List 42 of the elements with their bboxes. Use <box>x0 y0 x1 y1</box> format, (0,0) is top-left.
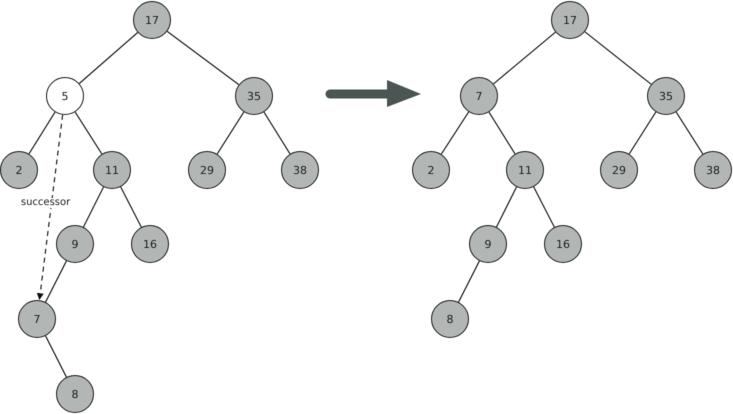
node-value: 7 <box>34 314 40 324</box>
node-value: 2 <box>428 164 434 176</box>
tree-edge <box>166 30 240 86</box>
tree-edge <box>78 32 138 84</box>
edge-label: successor <box>18 198 72 208</box>
tree-edge <box>496 186 518 228</box>
tree-edge <box>458 260 480 302</box>
tree-edge <box>74 112 102 154</box>
node-value: 29 <box>612 164 626 176</box>
node-value: 17 <box>563 14 577 26</box>
node-value: 9 <box>484 238 492 250</box>
node-value: 29 <box>200 164 214 176</box>
tree-edge <box>264 112 290 154</box>
tree-edge <box>120 186 142 228</box>
tree-edge <box>628 112 656 154</box>
node-value: 35 <box>659 90 673 102</box>
node-value: 7 <box>476 90 482 102</box>
node-value: 5 <box>62 90 68 102</box>
node-value: 8 <box>446 314 454 324</box>
node-value: 9 <box>72 238 78 250</box>
tree-edge <box>533 186 555 228</box>
tree-edge <box>82 186 104 228</box>
node-value: 35 <box>247 90 261 102</box>
tree-edge <box>488 112 516 154</box>
tree-edge <box>493 32 556 84</box>
tree-edge <box>45 336 67 378</box>
tree-edge <box>28 112 56 154</box>
node-value: 11 <box>105 164 119 176</box>
node-value: 11 <box>518 164 532 176</box>
node-value: 17 <box>145 14 159 26</box>
tree-edge <box>584 31 652 85</box>
tree-edge <box>440 112 470 154</box>
tree-edge <box>45 260 67 302</box>
node-value: 16 <box>143 238 157 250</box>
node-value: 38 <box>293 164 307 176</box>
tree-edge <box>676 112 704 154</box>
arrow <box>36 114 64 300</box>
node-value: 8 <box>72 388 78 400</box>
node-value: 38 <box>706 164 720 176</box>
node-value: 16 <box>556 238 570 250</box>
tree-edge <box>216 112 244 154</box>
node-value: 2 <box>16 164 22 176</box>
